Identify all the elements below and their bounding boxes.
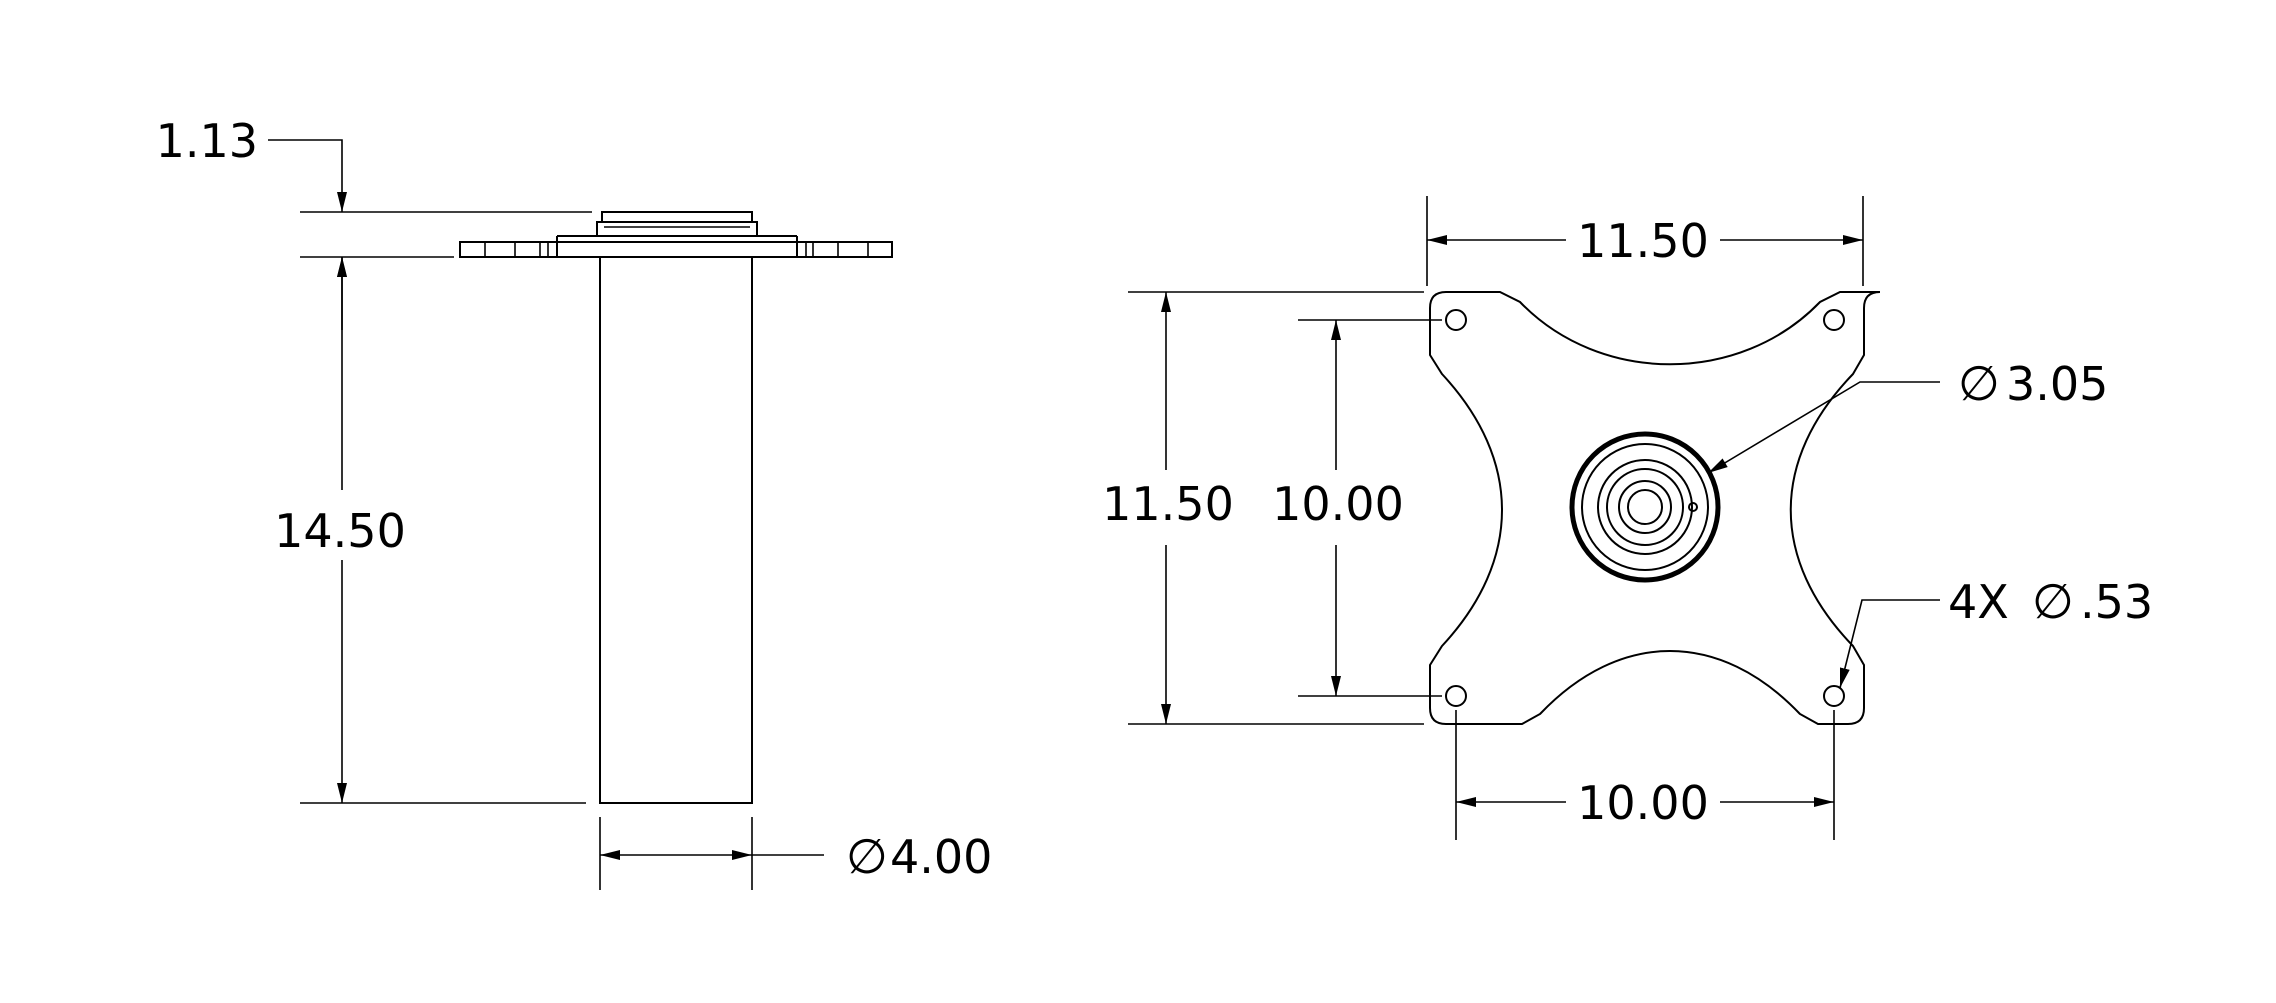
dim-overall-height: 11.50 [1102, 477, 1234, 531]
hole-diameter-callout: 4X ∅ .53 [1839, 574, 2153, 689]
mounting-plate-outline [1429, 291, 1881, 725]
center-boss [1569, 431, 1721, 583]
top-view: 11.50 11.50 10.00 10.00 ∅ 3.05 [1102, 196, 2153, 840]
hole-top-right [1823, 309, 1845, 331]
hole-count-prefix: 4X [1948, 575, 2009, 629]
mounting-holes [1445, 309, 1845, 707]
center-diameter-callout: ∅ 3.05 [1707, 356, 2108, 474]
dim-column-diameter: 4.00 [890, 830, 992, 884]
hole-spacing-horizontal-dimension: 10.00 [1456, 776, 1834, 830]
column-height-dimension: 14.50 [274, 257, 406, 803]
hole-bottom-right [1823, 685, 1845, 707]
hole-top-left [1445, 309, 1467, 331]
dim-center-diameter: 3.05 [2006, 357, 2108, 411]
diameter-symbol: ∅ [846, 829, 888, 885]
diameter-symbol: ∅ [1958, 356, 2000, 412]
flange-thickness-dimension: 1.13 [156, 114, 347, 330]
column-cap [601, 211, 753, 223]
column-cap-base [596, 221, 758, 237]
dim-hole-spacing-vertical: 10.00 [1272, 477, 1404, 531]
column-diameter-dimension: ∅ 4.00 [600, 829, 992, 885]
dim-overall-width: 11.50 [1577, 214, 1709, 268]
column-body [599, 256, 753, 804]
hole-bottom-left [1445, 685, 1467, 707]
dim-column-height: 14.50 [274, 504, 406, 558]
dim-hole-spacing-horizontal: 10.00 [1577, 776, 1709, 830]
dim-flange-thickness: 1.13 [156, 114, 258, 168]
dim-hole-diameter: .53 [2080, 575, 2153, 629]
overall-width-dimension: 11.50 [1427, 214, 1863, 268]
side-view: 1.13 14.50 ∅ 4.00 [156, 114, 992, 890]
overall-height-dimension: 11.50 [1102, 292, 1234, 724]
hole-spacing-vertical-dimension: 10.00 [1272, 320, 1404, 696]
plate-hole-hidden-lines [484, 242, 869, 257]
mounting-plate-profile [459, 241, 893, 258]
diameter-symbol: ∅ [2032, 574, 2074, 630]
